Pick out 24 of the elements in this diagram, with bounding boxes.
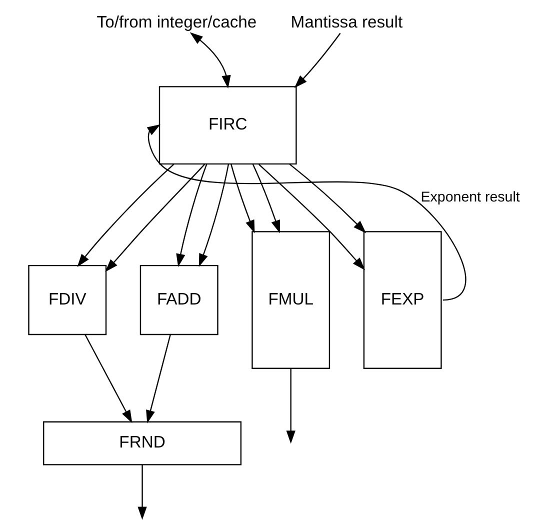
arrow	[146, 124, 466, 301]
arrow	[288, 164, 366, 234]
arrow	[189, 32, 230, 88]
node-box: FIRC	[158, 86, 296, 165]
edge-label: To/from integer/cache	[96, 12, 256, 32]
node-box: FRND	[42, 421, 242, 466]
arrow	[84, 334, 132, 424]
arrow	[198, 164, 229, 267]
arrow	[146, 334, 170, 424]
node-box: FDIV	[28, 264, 106, 336]
arrow	[252, 164, 280, 234]
node-box: FADD	[139, 264, 218, 336]
node-box: FMUL	[251, 231, 330, 369]
edge-label: Mantissa result	[290, 12, 402, 32]
arrow	[104, 164, 205, 272]
arrow	[294, 32, 340, 88]
arrow	[137, 464, 146, 520]
edge-label: Exponent result	[420, 190, 520, 206]
arrow	[230, 164, 254, 234]
node-box: FEXP	[362, 231, 442, 369]
arrow	[258, 164, 365, 270]
arrow	[76, 164, 174, 267]
arrow	[286, 368, 295, 444]
arrow	[176, 164, 207, 267]
